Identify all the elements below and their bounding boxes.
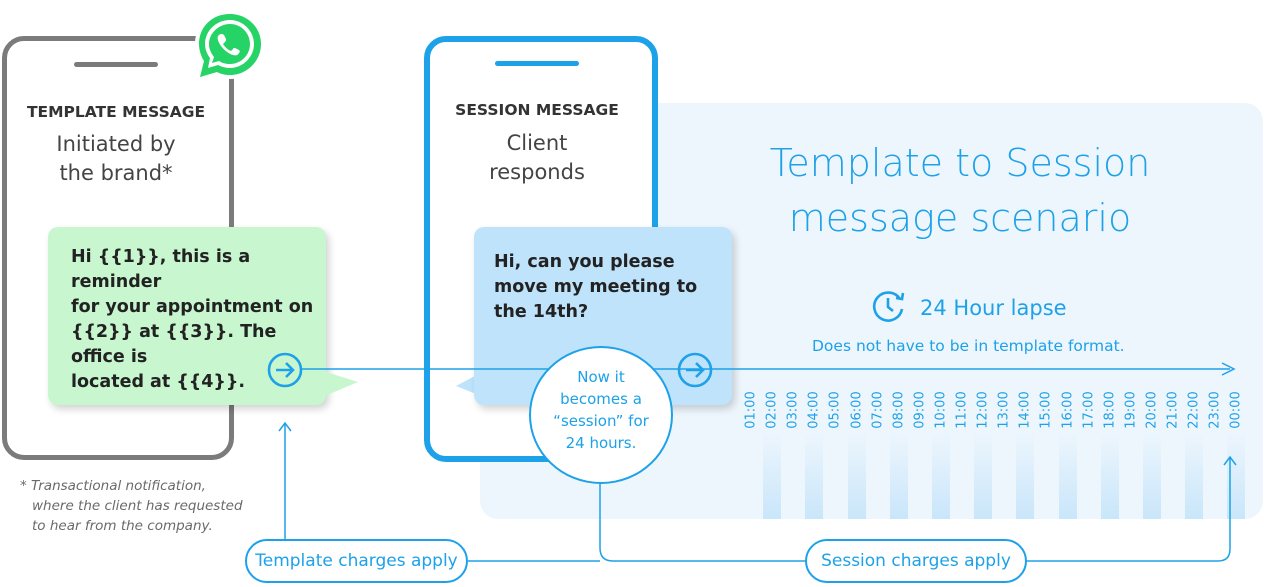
- message-line: move my meeting to: [494, 277, 698, 297]
- template-subtitle: Initiated by the brand*: [12, 130, 220, 188]
- format-note: Does not have to be in template format.: [812, 337, 1125, 355]
- template-subtitle-line: Initiated by: [56, 132, 176, 156]
- circle-line: becomes a: [560, 390, 642, 408]
- arrow-right-circle-icon: [677, 352, 713, 388]
- circle-line: 24 hours.: [565, 434, 637, 452]
- session-subtitle-line: responds: [489, 160, 585, 184]
- hour-stripe: [1227, 430, 1246, 519]
- session-message-title: SESSION MESSAGE: [455, 101, 619, 119]
- message-line: the 14th?: [494, 302, 589, 322]
- circle-line: Now it: [577, 368, 625, 386]
- hour-stripe: [931, 430, 950, 519]
- whatsapp-icon: [195, 10, 265, 82]
- template-charges-pill: Template charges apply: [245, 539, 468, 583]
- footnote-line: to hear from the company.: [32, 518, 213, 534]
- template-subtitle-line: the brand*: [59, 161, 173, 185]
- phone-speaker: [74, 62, 158, 67]
- arrow-up-icon: [278, 421, 292, 432]
- hour-stripe: [847, 430, 866, 519]
- scenario-title-line: Template to Session: [769, 141, 1151, 185]
- timeline-arrowhead: [1221, 362, 1236, 376]
- hour-stripe: [1058, 430, 1077, 519]
- hour-stripe: [889, 430, 908, 519]
- arrow-right-circle-icon: [267, 352, 303, 388]
- hour-stripe: [974, 430, 993, 519]
- template-message-bubble: [48, 227, 326, 405]
- footnote: * Transactional notification, where the …: [20, 476, 243, 536]
- hour-stripe: [1185, 430, 1204, 519]
- template-message-text: Hi {{1}}, this is a reminder for your ap…: [71, 245, 321, 395]
- session-message-text: Hi, can you please move my meeting to th…: [494, 250, 724, 325]
- template-message-title: TEMPLATE MESSAGE: [26, 103, 206, 121]
- message-line: for your appointment on: [71, 297, 314, 317]
- phone-speaker: [495, 61, 579, 66]
- bubble-tail: [320, 370, 358, 398]
- session-circle: Now it becomes a “session” for 24 hours.: [529, 346, 673, 484]
- session-charges-pill: Session charges apply: [805, 539, 1027, 583]
- scenario-title: Template to Session message scenario: [700, 136, 1220, 246]
- arrow-up-icon: [1223, 455, 1237, 466]
- session-subtitle-line: Client: [506, 131, 568, 155]
- scenario-title-line: message scenario: [788, 196, 1132, 240]
- hour-stripe: [805, 430, 824, 519]
- message-line: Hi {{1}}, this is a reminder: [71, 247, 251, 292]
- hour-stripe: [1016, 430, 1035, 519]
- message-line: {{2}} at {{3}}. The office is: [71, 322, 277, 367]
- hour-stripe: [1100, 430, 1119, 519]
- circle-line: “session” for: [553, 412, 649, 430]
- message-line: located at {{4}}.: [71, 372, 245, 392]
- hour-stripe: [763, 430, 782, 519]
- footnote-line: * Transactional notification,: [20, 478, 206, 494]
- message-line: Hi, can you please: [494, 252, 675, 272]
- footnote-line: where the client has requested: [32, 498, 243, 514]
- hour-stripe: [1142, 430, 1161, 519]
- session-subtitle: Client responds: [433, 129, 641, 187]
- lapse-label: 24 Hour lapse: [920, 296, 1067, 320]
- clock-icon: [872, 291, 905, 322]
